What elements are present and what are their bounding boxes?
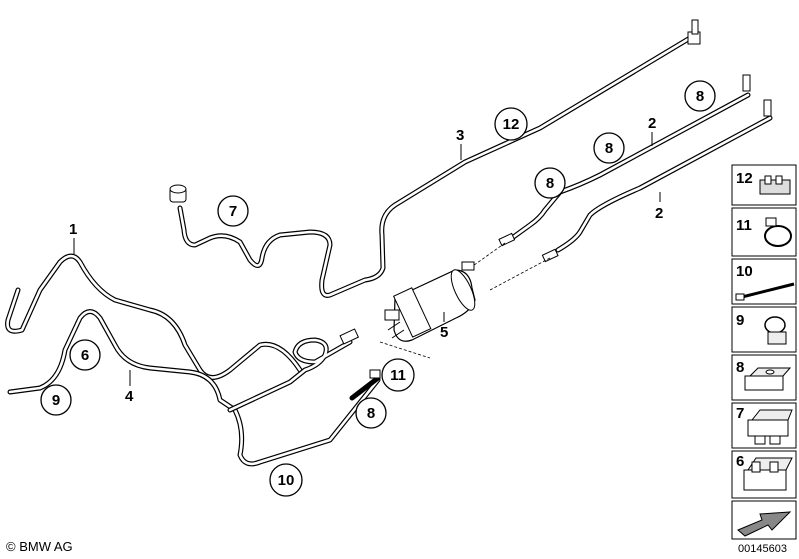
hose-clip-icon <box>764 316 787 345</box>
svg-text:6: 6 <box>736 453 744 470</box>
double-clip-icon <box>759 175 791 195</box>
svg-text:11: 11 <box>736 217 752 234</box>
svg-text:2: 2 <box>648 115 656 132</box>
svg-text:9: 9 <box>52 392 60 409</box>
callout-10-circle: 10 <box>269 463 303 497</box>
pipe-3-fuel-feed-line <box>177 35 693 298</box>
callout-2-lower: 2 <box>655 192 663 222</box>
parts-side-panel: 12 11 10 9 <box>731 164 797 540</box>
side-item-8: 8 <box>731 354 797 401</box>
side-item-10: 10 <box>731 258 797 305</box>
svg-text:10: 10 <box>736 263 753 280</box>
callout-8-circle-b: 8 <box>593 132 625 164</box>
svg-text:3: 3 <box>456 127 464 144</box>
svg-text:12: 12 <box>736 170 753 187</box>
svg-text:2: 2 <box>655 205 663 222</box>
pipe-4-vent-line <box>7 309 381 467</box>
double-pipe-holder-icon <box>743 457 793 491</box>
callout-4: 4 <box>125 370 134 405</box>
drawing-number: 00145603 <box>738 543 787 555</box>
side-item-12: 12 <box>731 164 797 206</box>
pipe-1-return-line <box>5 253 303 380</box>
svg-text:7: 7 <box>736 405 744 422</box>
triple-pipe-holder-icon <box>747 409 793 445</box>
dashed-connection-lines <box>379 242 551 359</box>
side-item-7: 7 <box>731 402 797 449</box>
hose-clamp-icon <box>764 217 792 247</box>
callout-6-circle: 6 <box>69 339 101 371</box>
svg-text:10: 10 <box>278 472 295 489</box>
side-item-9: 9 <box>731 306 797 353</box>
cable-tie-icon <box>735 282 795 301</box>
side-item-6: 6 <box>731 450 797 499</box>
svg-text:8: 8 <box>546 175 554 192</box>
callout-12-circle: 12 <box>494 107 528 141</box>
callout-8-circle-c: 8 <box>534 167 566 199</box>
svg-text:8: 8 <box>367 405 375 422</box>
pipe-2-upper-line <box>498 74 751 247</box>
callout-8-circle-a: 8 <box>684 80 716 112</box>
copyright-text: © BMW AG <box>6 539 73 554</box>
svg-text:8: 8 <box>605 140 613 157</box>
svg-text:4: 4 <box>125 388 134 405</box>
svg-text:12: 12 <box>503 116 520 133</box>
svg-text:5: 5 <box>440 324 448 341</box>
svg-text:11: 11 <box>390 367 406 384</box>
pipe-holder-icon <box>744 367 792 391</box>
svg-text:1: 1 <box>69 221 77 238</box>
pipe-3-end-fitting <box>169 19 701 203</box>
svg-text:6: 6 <box>81 347 89 364</box>
fuel-filter <box>384 261 476 342</box>
callout-8-circle-d: 8 <box>355 397 387 429</box>
callout-1: 1 <box>69 221 77 254</box>
callout-3: 3 <box>456 127 464 160</box>
svg-text:7: 7 <box>229 203 237 220</box>
arrow-indicator-icon <box>737 511 792 537</box>
callout-7-circle: 7 <box>217 195 249 227</box>
callout-2-upper: 2 <box>648 115 656 146</box>
pipe-5-loop-line <box>227 328 360 413</box>
svg-text:8: 8 <box>696 88 704 105</box>
side-item-11: 11 <box>731 207 797 257</box>
callout-5: 5 <box>440 312 448 341</box>
callout-11-circle: 11 <box>381 358 415 392</box>
side-item-arrow <box>731 500 797 540</box>
pipe-10-short-line <box>349 369 381 401</box>
pipe-2-lower-line <box>541 99 773 263</box>
callout-9-circle: 9 <box>40 384 72 416</box>
svg-text:9: 9 <box>736 312 744 329</box>
svg-text:8: 8 <box>736 359 744 376</box>
